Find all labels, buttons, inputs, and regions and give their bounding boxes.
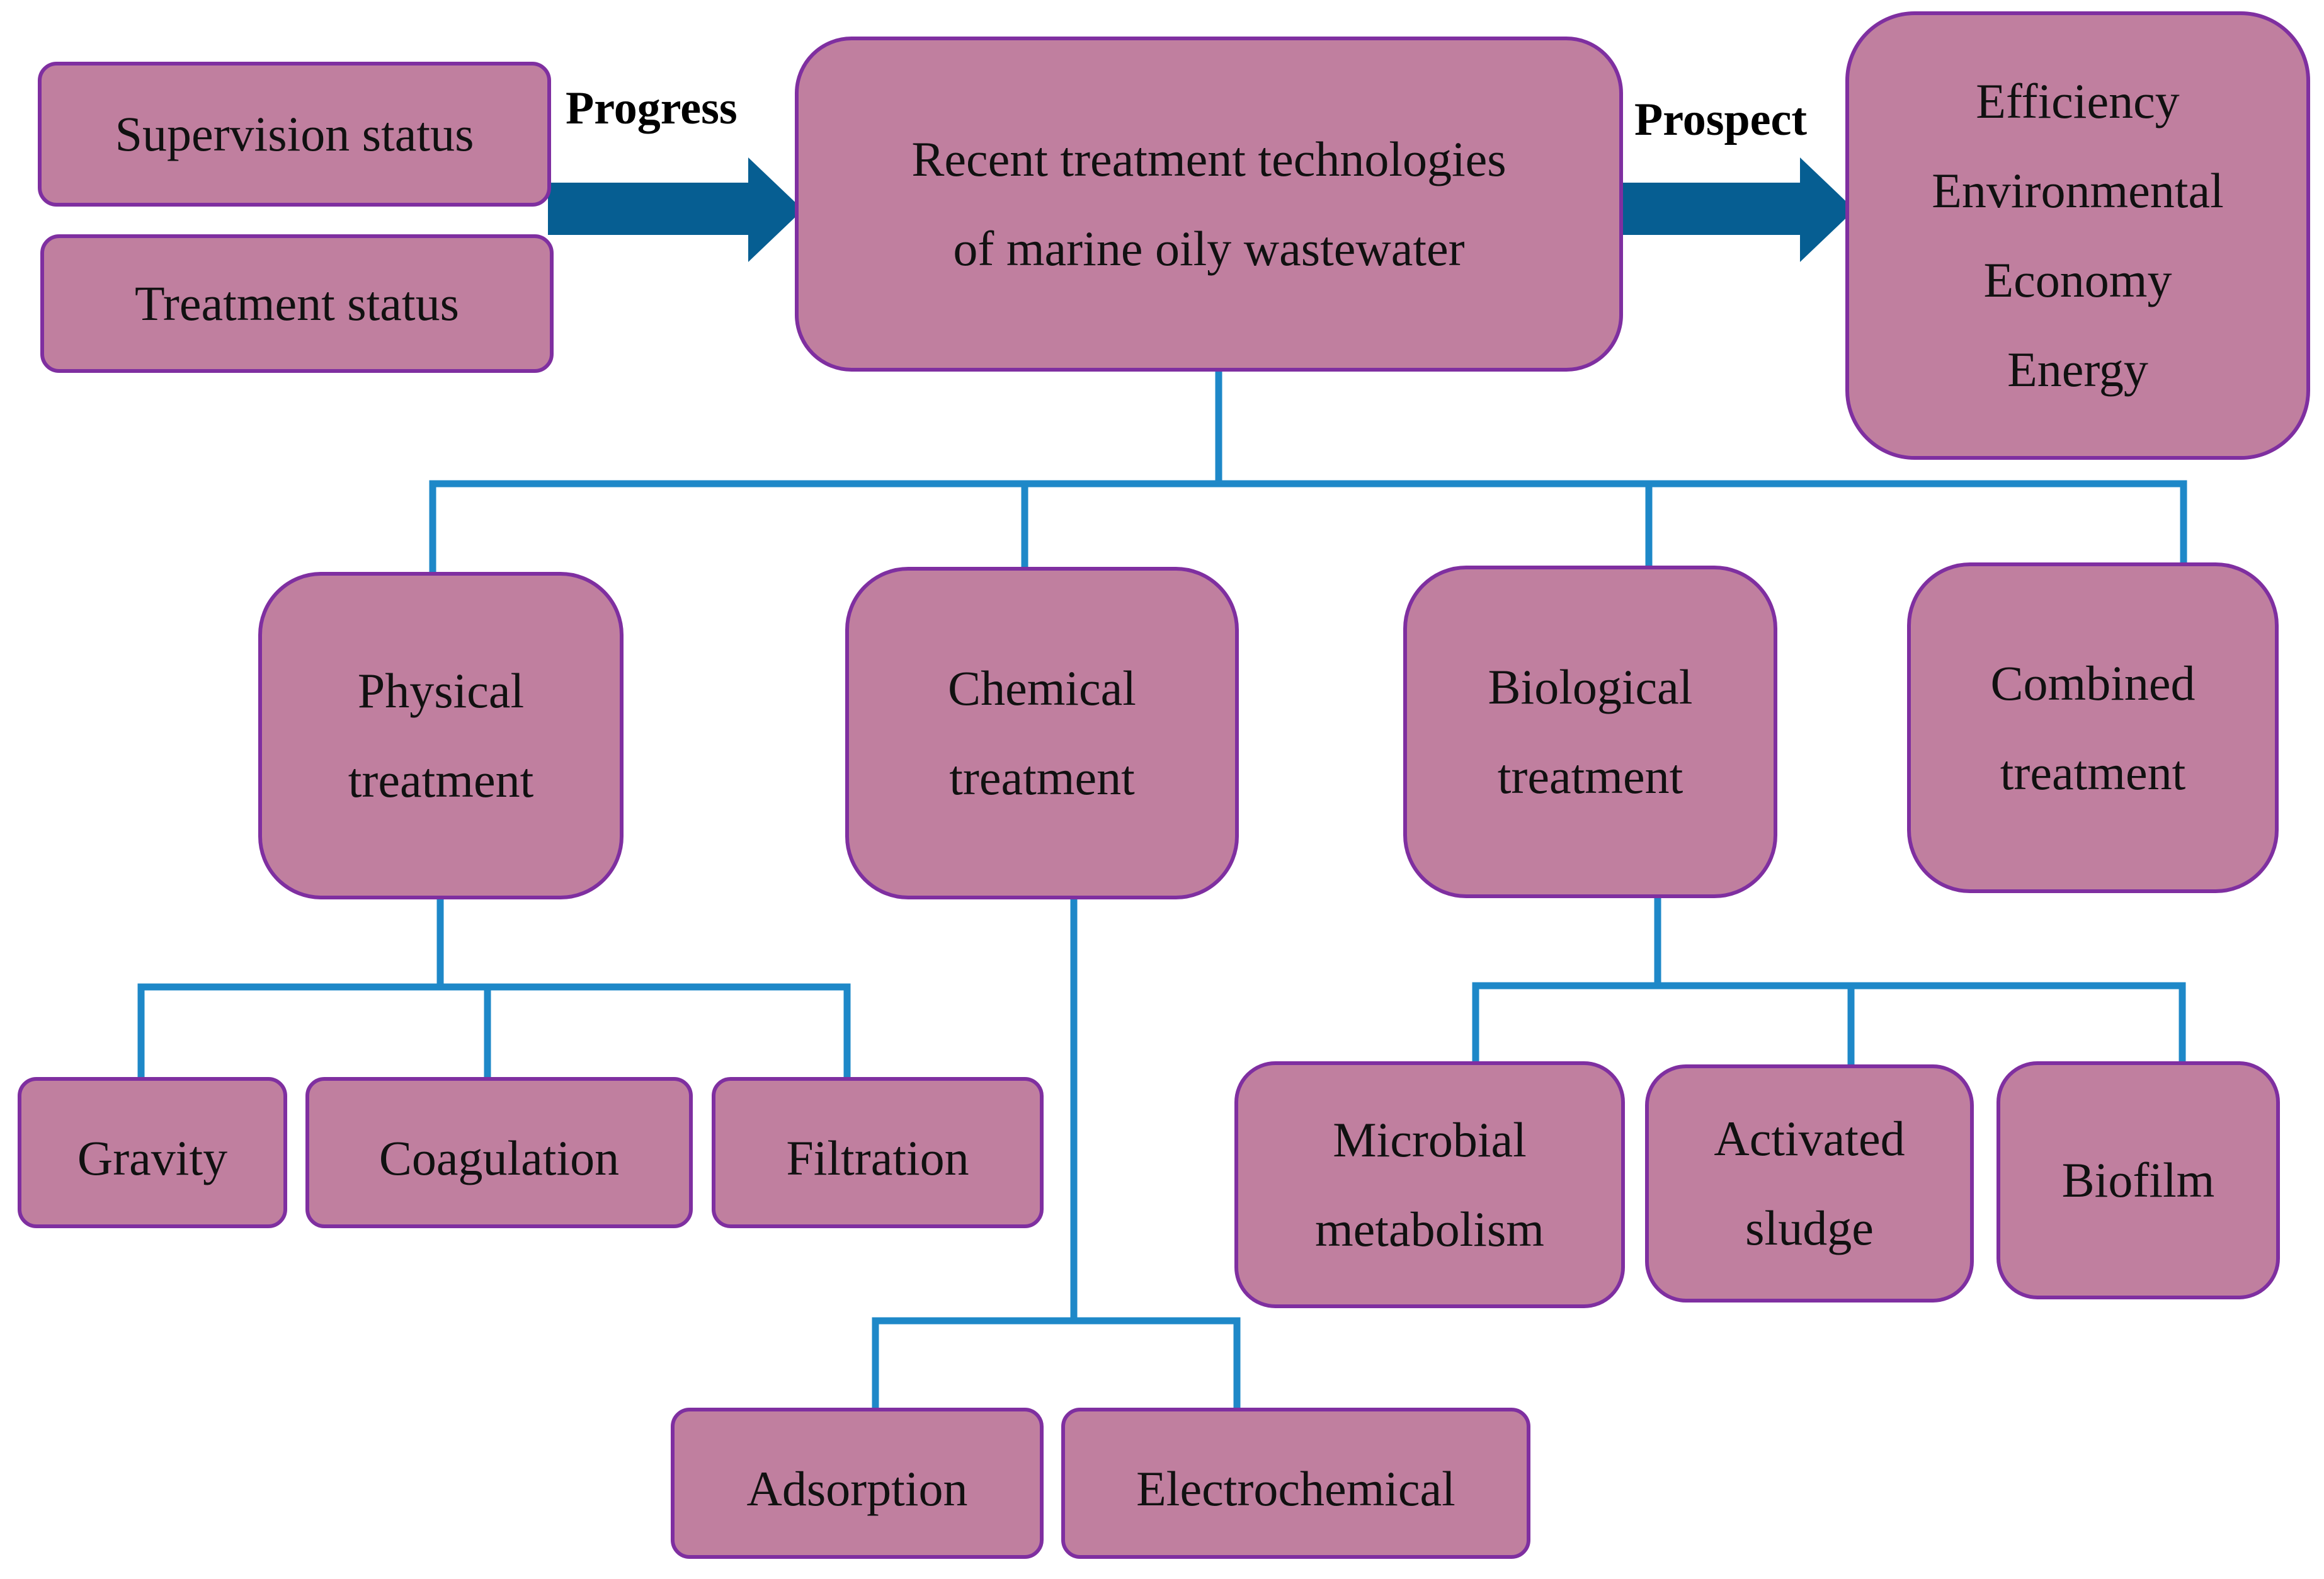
coagulation-label: Coagulation <box>379 1131 620 1186</box>
outcome-energy: Energy <box>2007 341 2148 397</box>
microbial-metabolism-line-2: metabolism <box>1315 1202 1544 1257</box>
gravity-box: Gravity <box>18 1077 287 1228</box>
chemical-treatment-line-2: treatment <box>949 750 1135 805</box>
outcomes-box: Efficiency Environmental Economy Energy <box>1845 11 2310 460</box>
gravity-label: Gravity <box>77 1131 228 1186</box>
outcome-environmental: Environmental <box>1932 163 2224 219</box>
biofilm-box: Biofilm <box>1996 1061 2280 1299</box>
center-topic-box: Recent treatment technologies of marine … <box>795 37 1623 372</box>
chemical-treatment-line-1: Chemical <box>948 661 1136 716</box>
physical-treatment-box: Physical treatment <box>258 572 624 899</box>
biological-treatment-line-1: Biological <box>1488 659 1693 715</box>
outcome-efficiency: Efficiency <box>1976 74 2180 129</box>
physical-treatment-line-2: treatment <box>348 753 534 807</box>
combined-treatment-box: Combined treatment <box>1907 562 2279 893</box>
treatment-status-box: Treatment status <box>40 234 554 373</box>
adsorption-label: Adsorption <box>746 1461 968 1517</box>
combined-treatment-line-1: Combined <box>1990 655 2196 710</box>
electrochemical-box: Electrochemical <box>1061 1408 1530 1559</box>
treatment-status-label: Treatment status <box>135 276 459 331</box>
adsorption-box: Adsorption <box>671 1408 1044 1559</box>
microbial-metabolism-line-1: Microbial <box>1333 1112 1527 1168</box>
center-topic-line-1: Recent treatment technologies <box>911 132 1507 187</box>
combined-treatment-line-2: treatment <box>2000 744 2186 800</box>
physical-treatment-line-1: Physical <box>357 663 525 719</box>
coagulation-box: Coagulation <box>305 1077 693 1228</box>
prospect-arrow <box>1622 157 1855 262</box>
biofilm-label: Biofilm <box>2061 1153 2215 1208</box>
filtration-box: Filtration <box>712 1077 1044 1228</box>
biological-treatment-line-2: treatment <box>1497 749 1683 804</box>
electrochemical-label: Electrochemical <box>1136 1461 1455 1517</box>
supervision-status-box: Supervision status <box>38 62 551 207</box>
biological-treatment-box: Biological treatment <box>1403 566 1777 898</box>
microbial-metabolism-box: Microbial metabolism <box>1234 1061 1625 1308</box>
chemical-treatment-box: Chemical treatment <box>845 567 1239 899</box>
activated-sludge-box: Activated sludge <box>1645 1064 1974 1303</box>
activated-sludge-line-1: Activated <box>1714 1111 1905 1166</box>
progress-arrow <box>548 157 803 262</box>
progress-label: Progress <box>566 83 738 134</box>
center-topic-line-2: of marine oily wastewater <box>953 221 1465 276</box>
activated-sludge-line-2: sludge <box>1745 1200 1874 1255</box>
filtration-label: Filtration <box>786 1131 969 1186</box>
supervision-status-label: Supervision status <box>115 106 474 162</box>
outcome-economy: Economy <box>1983 253 2172 307</box>
prospect-label: Prospect <box>1634 94 1807 145</box>
